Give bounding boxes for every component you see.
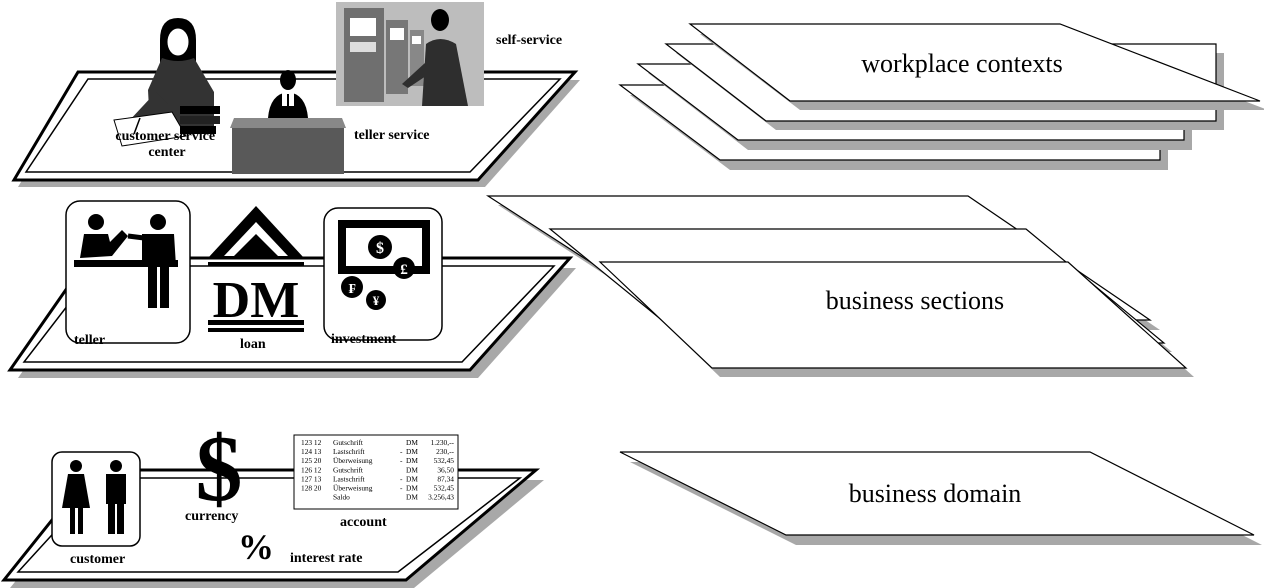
layer-label-business-domain: business domain — [849, 479, 1022, 508]
account-row-text: Gutschrift — [333, 438, 364, 447]
label-loan: loan — [240, 337, 266, 352]
dollar-icon: $ — [196, 417, 243, 521]
account-row-curr: DM — [406, 493, 418, 502]
teller-at-counter-icon — [230, 70, 346, 174]
label-customer-service-center: customer service center — [115, 129, 218, 160]
account-row-code: 123 12 — [301, 438, 322, 447]
business-sections-stack: business sections — [485, 195, 1194, 377]
account-row-sign: - — [400, 474, 403, 483]
account-row-text: Lastschrift — [333, 447, 366, 456]
account-row-curr: DM — [406, 438, 418, 447]
label-account: account — [340, 515, 387, 530]
dm-text: DM — [213, 272, 300, 329]
account-row-curr: DM — [406, 484, 418, 493]
sections-plane-1 — [598, 261, 1194, 377]
label-customer: customer — [70, 552, 125, 567]
account-row-code: 127 13 — [301, 474, 322, 483]
account-row-sign: - — [400, 456, 403, 465]
account-row-code: 125 20 — [301, 456, 322, 465]
label-interest-rate: interest rate — [290, 551, 362, 566]
account-row-text: Überweisung — [333, 484, 373, 493]
account-row-code: 128 20 — [301, 484, 322, 493]
layer-label-business-sections: business sections — [826, 286, 1004, 315]
label-self-service: self-service — [496, 33, 562, 48]
account-row-amount: 230,-- — [436, 447, 454, 456]
account-row-curr: DM — [406, 474, 418, 483]
woman-man-icon — [51, 451, 141, 547]
account-row-amount: 36,50 — [437, 465, 454, 474]
coin-franc: ₣ — [349, 282, 356, 297]
banknote-coins-icon: $ £ ₣ ¥ — [323, 207, 443, 341]
account-row-curr: DM — [406, 456, 418, 465]
business-domain-stack: business domain — [619, 451, 1262, 545]
label-investment: investment — [331, 332, 397, 347]
account-row-curr: DM — [406, 447, 418, 456]
label-currency: currency — [185, 509, 238, 524]
sections-panel: DM $ £ ₣ ¥ teller loan investment — [7, 200, 576, 378]
percent-icon: % — [238, 527, 274, 567]
bank-building-icon: DM — [208, 206, 304, 332]
account-row-sign: - — [400, 447, 403, 456]
atm-with-customer-icon — [336, 2, 484, 106]
account-row-amount: 1.230,-- — [431, 438, 455, 447]
workplace-plane-1 — [688, 23, 1264, 110]
teller-service-icon — [65, 200, 191, 344]
account-row-amount: 3.256,43 — [428, 493, 454, 502]
coin-dollar: $ — [376, 240, 384, 257]
label-css-line1: customer service — [115, 129, 215, 144]
account-row-sign: - — [400, 484, 403, 493]
coin-pound: £ — [400, 262, 408, 278]
account-row-text: Lastschrift — [333, 474, 366, 483]
account-row-code: 124 13 — [301, 447, 322, 456]
account-row-amount: 532,45 — [434, 484, 455, 493]
label-css-line2: center — [148, 145, 185, 160]
workplace-panel: customer service center teller service s… — [11, 2, 580, 187]
account-row-text: Saldo — [333, 493, 350, 502]
coin-yen: ¥ — [373, 293, 380, 308]
account-row-amount: 532,45 — [434, 456, 455, 465]
label-teller-service: teller service — [354, 128, 430, 143]
label-teller: teller — [74, 333, 105, 348]
account-row-code: 126 12 — [301, 465, 322, 474]
account-row-text: Überweisung — [333, 456, 373, 465]
account-row-text: Gutschrift — [333, 465, 364, 474]
account-row-curr: DM — [406, 465, 418, 474]
layer-label-workplace-contexts: workplace contexts — [861, 49, 1062, 78]
workplace-contexts-stack: workplace contexts — [618, 23, 1264, 170]
domain-plane-1 — [619, 451, 1262, 545]
account-row-amount: 87,34 — [437, 474, 454, 483]
clerk-at-desk-icon — [113, 18, 220, 147]
